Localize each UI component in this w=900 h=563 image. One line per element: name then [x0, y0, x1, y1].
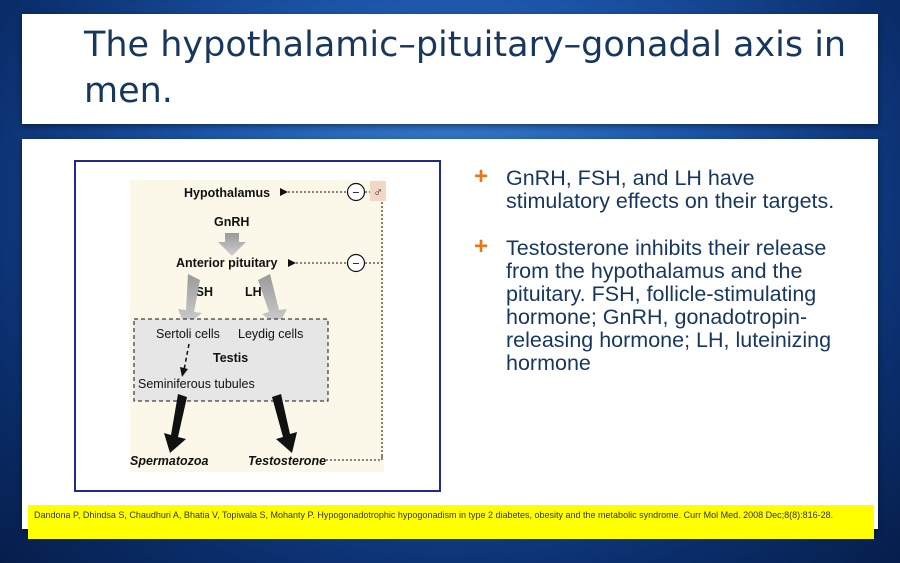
inhibition-symbol-pituitary: − [352, 257, 359, 271]
hpg-axis-figure: Hypothalamus − ♂ GnRH Anterior pituitary… [74, 160, 441, 492]
hpg-axis-diagram: Hypothalamus − ♂ GnRH Anterior pituitary… [130, 180, 386, 472]
spermatozoa-label: Spermatozoa [130, 454, 209, 468]
gnrh-arrow [218, 233, 246, 256]
testosterone-label: Testosterone [248, 454, 326, 468]
bullet-text: GnRH, FSH, and LH have stimulatory effec… [506, 166, 835, 213]
sertoli-arrow-head [180, 367, 188, 377]
lh-arrow [258, 274, 287, 327]
fsh-arrow [178, 274, 202, 327]
inhibition-circle-hypothalamus [346, 182, 366, 202]
plus-icon: + [474, 163, 489, 190]
bullet-list: + GnRH, FSH, and LH have stimulatory eff… [474, 163, 864, 399]
sertoli-dashed-arrow [183, 343, 190, 371]
anterior-pituitary-label: Anterior pituitary [176, 256, 277, 270]
title-panel: The hypothalamic–pituitary–gonadal axis … [22, 14, 878, 124]
seminiferous-tubules-label: Seminiferous tubules [138, 377, 255, 391]
citation-text: Dandona P, Dhindsa S, Chaudhuri A, Bhati… [34, 510, 834, 520]
spermatozoa-arrow [164, 394, 187, 453]
gnrh-label: GnRH [214, 215, 249, 229]
testis-box [133, 318, 329, 402]
plus-icon: + [474, 233, 489, 260]
bullet-item: + GnRH, FSH, and LH have stimulatory eff… [474, 163, 864, 213]
citation-note: Dandona P, Dhindsa S, Chaudhuri A, Bhati… [28, 505, 874, 539]
testosterone-arrow [272, 394, 297, 453]
inhibition-symbol-hypothalamus: − [352, 186, 359, 200]
bullet-item: + Testosterone inhibits their release fr… [474, 233, 864, 375]
content-panel: Hypothalamus − ♂ GnRH Anterior pituitary… [22, 139, 878, 529]
male-symbol-bg [370, 181, 386, 201]
testis-label: Testis [213, 351, 248, 365]
slide-title: The hypothalamic–pituitary–gonadal axis … [84, 25, 847, 111]
male-icon: ♂ [373, 185, 382, 199]
lh-label: LH [245, 285, 262, 299]
leydig-cells-label: Leydig cells [238, 327, 303, 341]
sertoli-cells-label: Sertoli cells [156, 327, 220, 341]
inhibition-circle-pituitary [346, 253, 366, 273]
hypothalamus-label: Hypothalamus [184, 186, 270, 200]
bullet-text: Testosterone inhibits their release from… [506, 236, 832, 375]
